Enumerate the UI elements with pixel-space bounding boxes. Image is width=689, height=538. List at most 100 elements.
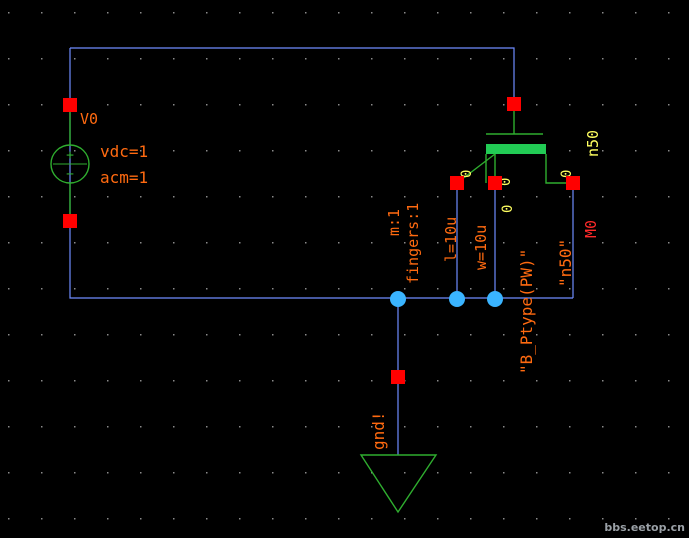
- grid-dot: [569, 104, 571, 106]
- mosfet-prop-fingers[interactable]: fingers:1: [404, 203, 422, 284]
- grid-dot: [305, 150, 307, 152]
- mosfet-pin-source[interactable]: [488, 176, 502, 190]
- ground-net-label[interactable]: gnd!: [369, 411, 388, 450]
- grid-dot: [503, 288, 505, 290]
- grid-dot: [503, 426, 505, 428]
- mosfet-bulk-lead: [545, 154, 573, 184]
- grid-dot: [569, 472, 571, 474]
- grid-dot: [437, 426, 439, 428]
- grid-dot: [173, 150, 175, 152]
- grid-dot: [668, 472, 670, 474]
- vsource-instance-name[interactable]: V0: [80, 110, 98, 128]
- grid-dot: [503, 380, 505, 382]
- grid-dot: [41, 150, 43, 152]
- grid-dot: [602, 150, 604, 152]
- grid-dot: [404, 288, 406, 290]
- grid-dot: [668, 58, 670, 60]
- mosfet-prop-m[interactable]: m:1: [385, 209, 403, 236]
- grid-dot: [668, 380, 670, 382]
- grid-dot: [569, 242, 571, 244]
- mosfet-prop-w[interactable]: w=10u: [472, 225, 490, 270]
- vsource-pin-bottom[interactable]: [63, 214, 77, 228]
- ground-symbol[interactable]: [359, 454, 438, 514]
- grid-dot: [668, 288, 670, 290]
- grid-dot: [173, 12, 175, 14]
- grid-dot: [74, 426, 76, 428]
- grid-dot: [371, 288, 373, 290]
- mosfet-model-name[interactable]: n50: [584, 130, 602, 157]
- grid-dot: [41, 12, 43, 14]
- grid-dot: [107, 242, 109, 244]
- grid-dot: [140, 288, 142, 290]
- wire-top[interactable]: [70, 47, 515, 104]
- junction-ground[interactable]: [390, 291, 406, 307]
- mosfet-prop-model[interactable]: "n50": [556, 239, 575, 287]
- mosfet-pin-bulk[interactable]: [566, 176, 580, 190]
- vsource-param-acm[interactable]: acm=1: [100, 168, 148, 187]
- grid-dot: [602, 426, 604, 428]
- grid-dot: [239, 334, 241, 336]
- mosfet-prop-l[interactable]: l=10u: [442, 217, 460, 262]
- grid-dot: [8, 426, 10, 428]
- mosfet-pin-gate[interactable]: [507, 97, 521, 111]
- ground-pin[interactable]: [391, 370, 405, 384]
- grid-dot: [107, 472, 109, 474]
- grid-dot: [239, 426, 241, 428]
- grid-dot: [371, 426, 373, 428]
- grid-dot: [635, 518, 637, 520]
- grid-dot: [536, 104, 538, 106]
- grid-dot: [41, 104, 43, 106]
- grid-dot: [404, 472, 406, 474]
- grid-dot: [140, 196, 142, 198]
- grid-dot: [206, 150, 208, 152]
- grid-dot: [470, 58, 472, 60]
- grid-dot: [173, 58, 175, 60]
- grid-dot: [635, 472, 637, 474]
- grid-dot: [668, 242, 670, 244]
- grid-dot: [404, 518, 406, 520]
- grid-dot: [371, 150, 373, 152]
- grid-dot: [470, 334, 472, 336]
- mosfet-channel-bar: [486, 144, 546, 154]
- vsource-symbol[interactable]: + −: [50, 112, 90, 214]
- grid-dot: [305, 196, 307, 198]
- grid-dot: [437, 150, 439, 152]
- grid-dot: [272, 426, 274, 428]
- grid-dot: [602, 58, 604, 60]
- grid-dot: [437, 380, 439, 382]
- grid-dot: [536, 196, 538, 198]
- grid-dot: [470, 196, 472, 198]
- grid-dot: [305, 12, 307, 14]
- mosfet-instance-name[interactable]: M0: [582, 220, 600, 238]
- grid-dot: [305, 104, 307, 106]
- grid-dot: [536, 288, 538, 290]
- mosfet-pin-drain[interactable]: [450, 176, 464, 190]
- grid-dot: [173, 518, 175, 520]
- grid-dot: [41, 426, 43, 428]
- grid-dot: [173, 426, 175, 428]
- grid-dot: [206, 58, 208, 60]
- grid-dot: [41, 380, 43, 382]
- mosfet-drain-terminal-label: 0: [459, 170, 475, 178]
- grid-dot: [107, 288, 109, 290]
- grid-dot: [107, 104, 109, 106]
- grid-dot: [206, 288, 208, 290]
- grid-dot: [338, 58, 340, 60]
- junction-source[interactable]: [487, 291, 503, 307]
- watermark: bbs.eetop.cn: [604, 521, 685, 534]
- grid-dot: [140, 104, 142, 106]
- junction-drain[interactable]: [449, 291, 465, 307]
- grid-dot: [602, 242, 604, 244]
- mosfet-prop-bulk-model[interactable]: "B_Ptype(PW)": [517, 249, 536, 374]
- vsource-param-vdc[interactable]: vdc=1: [100, 142, 148, 161]
- vsource-pin-top[interactable]: [63, 98, 77, 112]
- grid-dot: [74, 58, 76, 60]
- grid-dot: [503, 472, 505, 474]
- grid-dot: [635, 58, 637, 60]
- grid-dot: [470, 242, 472, 244]
- grid-dot: [668, 150, 670, 152]
- grid-dot: [569, 150, 571, 152]
- grid-dot: [305, 518, 307, 520]
- grid-dot: [338, 334, 340, 336]
